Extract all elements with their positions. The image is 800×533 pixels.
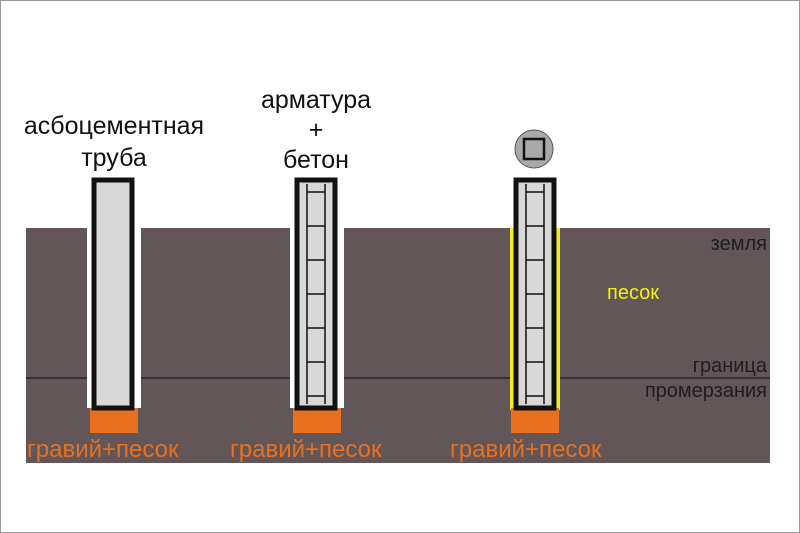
pile3-rebar-cage (525, 184, 545, 404)
pile-asbestos-pipe (87, 177, 141, 433)
pile1-title-line1: асбоцементная (23, 112, 205, 140)
ground-label: земля (710, 233, 767, 255)
pile1-pipe (91, 177, 135, 411)
pile3-column (513, 177, 557, 411)
sand-label: песок (607, 282, 660, 304)
frost-line-label-line1: граница (692, 355, 767, 377)
gravel-label-1: гравий+песок (27, 436, 179, 463)
ground-layer (26, 228, 770, 463)
frost-line-label-line2: промерзания (644, 380, 767, 402)
pile2-title-line1: арматура (260, 86, 372, 114)
pile-rebar-concrete (290, 177, 344, 433)
pile2-title-line3: бетон (283, 146, 349, 174)
gravel-label-2: гравий+песок (230, 436, 382, 463)
pile2-gravel-base (293, 408, 341, 433)
pile-with-sand (510, 129, 560, 433)
pile1-title-line2: труба (81, 144, 147, 172)
pile3-gravel-base (511, 408, 559, 433)
square-in-circle-icon (514, 129, 554, 169)
pile1-gravel-base (90, 408, 138, 433)
pile2-rebar-cage (306, 184, 326, 404)
gravel-label-3: гравий+песок (450, 436, 602, 463)
pile2-title-line2: + (308, 116, 324, 144)
